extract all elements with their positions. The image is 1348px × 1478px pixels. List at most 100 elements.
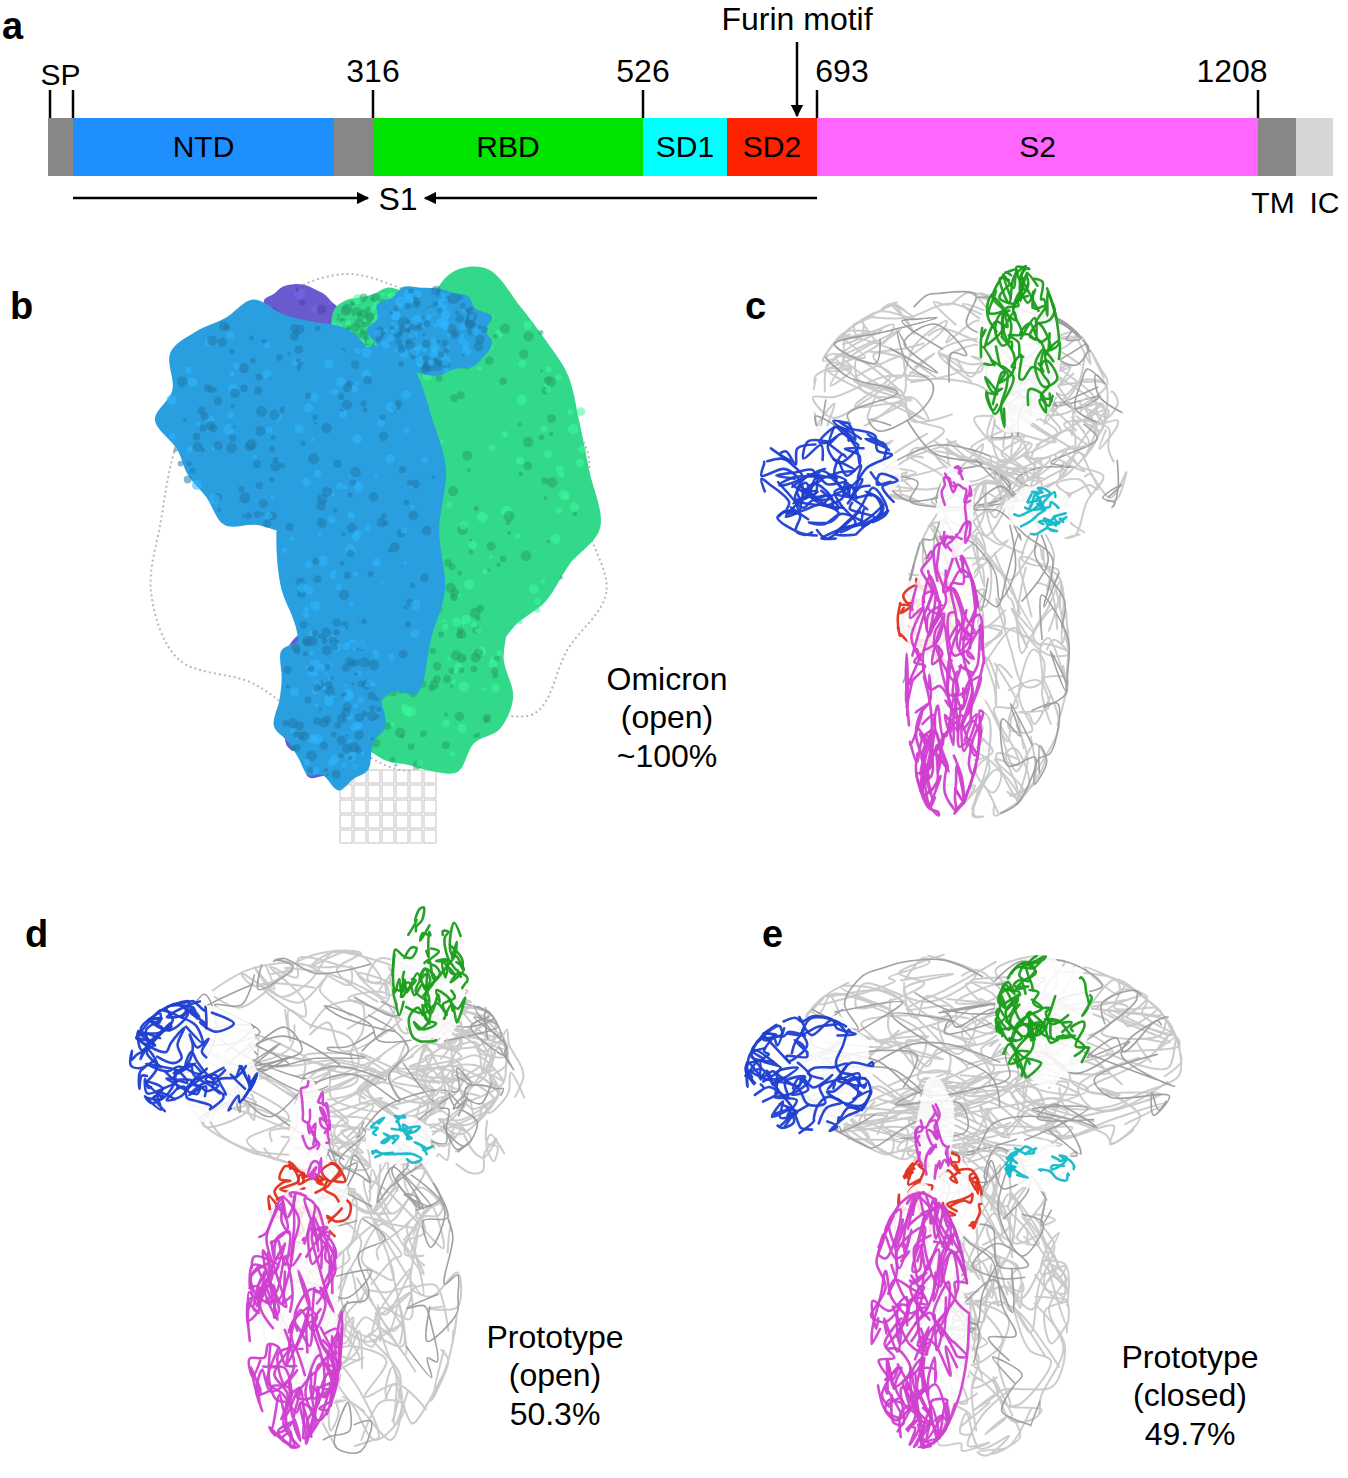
density-texture [249, 336, 253, 340]
density-texture [390, 325, 395, 330]
density-texture [318, 634, 323, 639]
ribbon-strand [946, 588, 964, 709]
density-texture [399, 347, 406, 354]
density-texture [364, 312, 374, 322]
domain-label: SP [40, 60, 80, 90]
mesh-cell [424, 770, 436, 783]
ribbon-strand [897, 1297, 946, 1344]
density-texture [432, 475, 436, 479]
density-texture [558, 472, 564, 478]
density-texture [347, 756, 352, 761]
density-texture [404, 293, 414, 303]
protomer-density [367, 286, 493, 376]
density-texture [543, 496, 547, 500]
ribbon-strand [1055, 417, 1089, 471]
density-texture [350, 323, 359, 332]
density-texture [351, 360, 360, 369]
density-texture [300, 441, 305, 446]
ribbon-strand [456, 1134, 496, 1174]
density-texture [487, 542, 496, 551]
density-texture [336, 483, 343, 490]
density-texture [407, 480, 413, 486]
density-texture [294, 648, 300, 654]
density-texture [341, 763, 346, 768]
ribbon-strand [1080, 403, 1118, 449]
ribbon-strand [411, 1175, 448, 1247]
density-texture [383, 328, 387, 332]
density-texture [390, 722, 395, 727]
density-texture [345, 657, 354, 666]
density-texture [442, 624, 448, 630]
density-texture [333, 508, 337, 512]
density-texture [355, 713, 364, 722]
density-texture [394, 763, 397, 766]
ribbon-strand [1094, 1054, 1169, 1115]
density-texture [227, 412, 234, 419]
density-texture [438, 351, 445, 358]
density-texture [405, 621, 411, 627]
furin-arrow [796, 42, 799, 116]
mesh-cell [340, 815, 352, 828]
density-texture [446, 502, 452, 508]
density-texture [440, 440, 444, 444]
density-texture [516, 457, 524, 465]
density-texture [400, 734, 405, 739]
ribbon-strand [376, 1260, 408, 1425]
density-texture [317, 532, 321, 536]
ribbon-strand [420, 1074, 445, 1129]
density-texture [239, 363, 249, 373]
density-texture [256, 406, 267, 417]
density-texture [321, 423, 331, 433]
density-texture [193, 433, 201, 441]
density-texture [290, 687, 299, 696]
ribbon-strand [950, 1315, 969, 1422]
density-texture [461, 615, 471, 625]
density-texture [357, 640, 366, 649]
mesh-cell [424, 800, 436, 813]
density-texture [314, 422, 317, 425]
ribbon-strand [303, 1216, 322, 1268]
density-texture [324, 359, 334, 369]
ribbon-strand [421, 1058, 452, 1105]
density-texture [408, 289, 413, 294]
density-texture [302, 478, 311, 487]
density-texture [366, 306, 371, 311]
ribbon-strand [425, 942, 456, 1014]
ribbon-strand [825, 330, 882, 392]
density-texture [314, 470, 322, 478]
ribbon-strand [981, 328, 995, 365]
density-texture [293, 289, 296, 292]
density-texture [436, 289, 440, 293]
density-texture [459, 521, 468, 530]
mesh-cell [382, 800, 394, 813]
density-texture [242, 514, 245, 517]
density-texture [262, 370, 272, 380]
density-texture [451, 679, 456, 684]
ribbon-strand [945, 694, 963, 745]
ribbon-strand [384, 1154, 422, 1163]
density-texture [434, 363, 443, 372]
density-texture [351, 307, 362, 318]
density-texture [296, 358, 300, 362]
density-texture [446, 583, 456, 593]
density-texture [369, 492, 379, 502]
density-texture [523, 437, 533, 447]
density-texture [559, 490, 569, 500]
ribbon-strand [330, 1163, 345, 1182]
stalk-mesh [340, 770, 436, 843]
density-texture [343, 485, 348, 490]
density-texture [337, 314, 340, 317]
mesh-cell [424, 830, 436, 843]
density-texture [312, 414, 318, 420]
density-texture [282, 548, 288, 554]
density-texture [457, 391, 465, 399]
ribbon-strand [761, 479, 797, 516]
density-texture [468, 550, 473, 555]
density-texture [463, 341, 470, 348]
density-texture [264, 342, 270, 348]
linker-segment [334, 118, 373, 176]
density-texture [299, 299, 305, 305]
density-texture [358, 697, 364, 703]
ribbon-strand [925, 544, 947, 650]
